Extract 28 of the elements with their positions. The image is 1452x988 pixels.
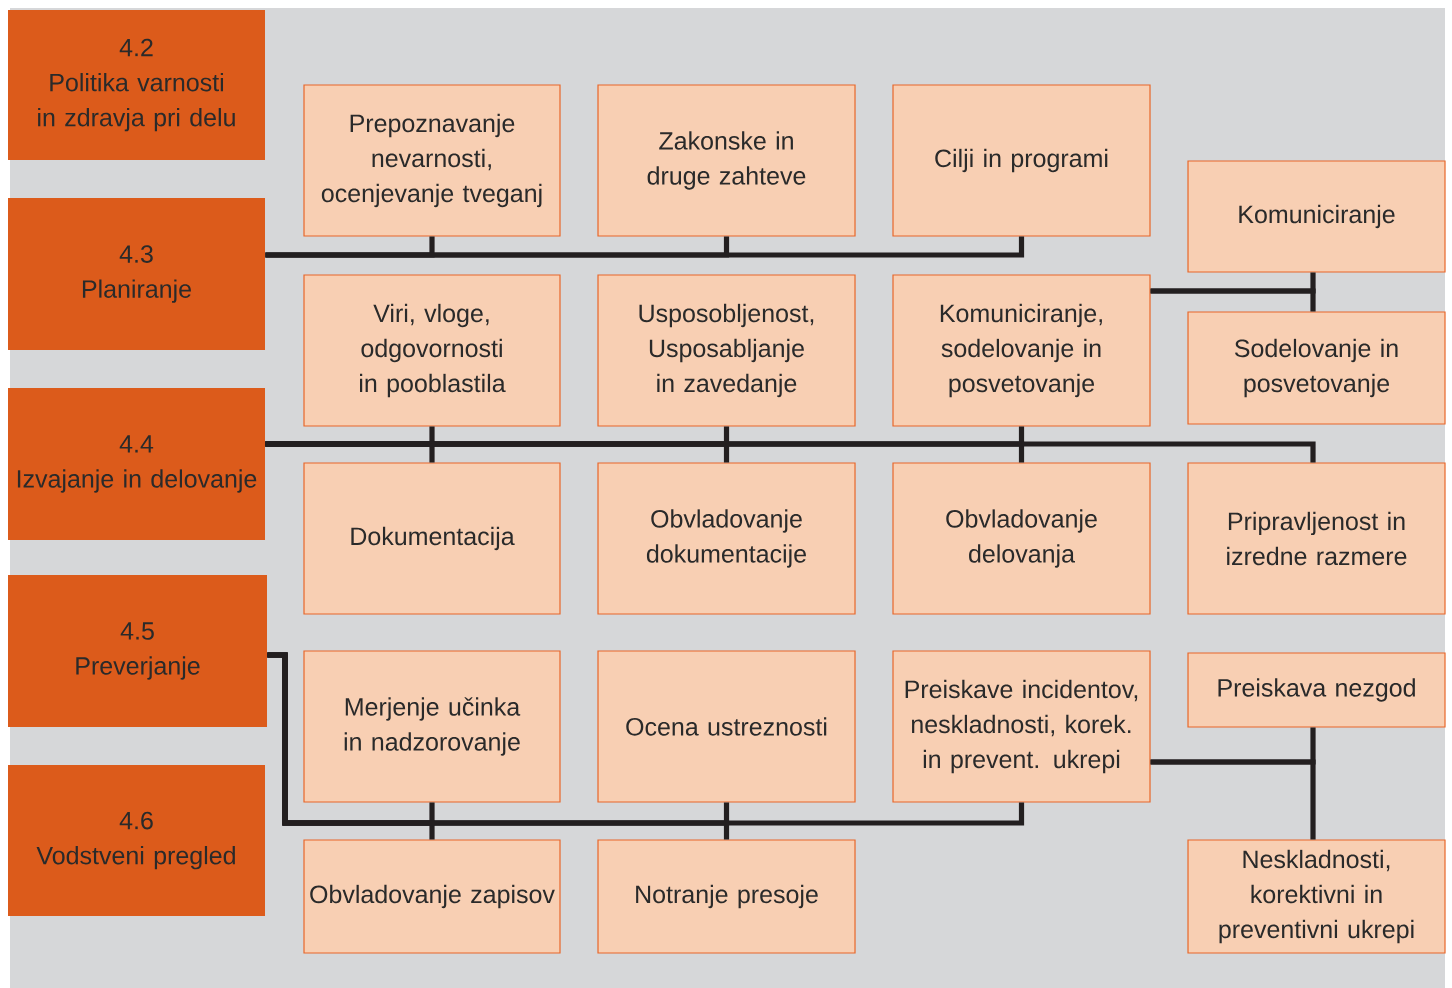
- section-box: 4.5 Preverjanje: [8, 575, 267, 727]
- process-box: Sodelovanje in posvetovanje: [1187, 311, 1446, 425]
- process-box: Cilji in programi: [892, 84, 1151, 237]
- process-box: Prepoznavanje nevarnosti, ocenjevanje tveganj: [303, 84, 561, 237]
- section-box: 4.4 Izvajanje in delovanje: [8, 388, 265, 540]
- connector: [1150, 759, 1316, 840]
- connector: [265, 441, 1316, 463]
- process-box: Dokumentacija: [303, 462, 561, 615]
- process-box: Usposobljenost, Usposabljanje in zavedanje: [597, 274, 856, 427]
- process-box: Notranje presoje: [597, 839, 856, 954]
- section-box: 4.3 Planiranje: [8, 198, 265, 350]
- section-box: 4.2 Politika varnosti in zdravja pri delu: [8, 10, 265, 160]
- process-box: Viri, vloge, odgovornosti in pooblastila: [303, 274, 561, 427]
- process-box: Pripravljenost in izredne razmere: [1187, 462, 1446, 615]
- process-box: Komuniciranje, sodelovanje in posvetovanje: [892, 274, 1151, 427]
- process-box: Obvladovanje zapisov: [303, 839, 561, 954]
- connector: [1150, 288, 1316, 312]
- process-box: Obvladovanje delovanja: [892, 462, 1151, 615]
- process-box: Zakonske in druge zahteve: [597, 84, 856, 237]
- process-box: Preiskave incidentov, neskladnosti, korek. in prevent. ukrepi: [892, 650, 1151, 803]
- process-box: Obvladovanje dokumentacije: [597, 462, 856, 615]
- process-box: Preiskava nezgod: [1187, 652, 1446, 728]
- process-box: Ocena ustreznosti: [597, 650, 856, 803]
- process-box: Neskladnosti, korektivni in preventivni ukrepi: [1187, 839, 1446, 954]
- section-box: 4.6 Vodstveni pregled: [8, 765, 265, 916]
- process-box: Merjenje učinka in nadzorovanje: [303, 650, 561, 803]
- process-box: Komuniciranje: [1187, 160, 1446, 273]
- connector: [265, 236, 1025, 258]
